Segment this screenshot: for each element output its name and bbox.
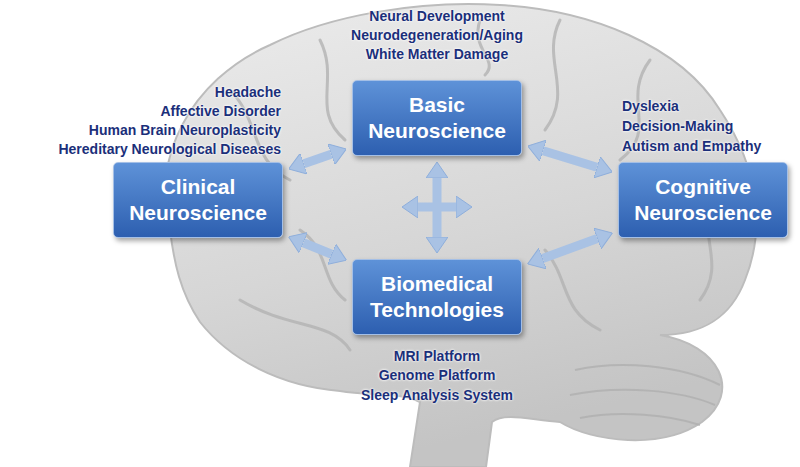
topic-box: Biomedical Technologies bbox=[352, 259, 522, 335]
gyrus bbox=[320, 40, 345, 140]
topic-label: White Matter Damage bbox=[366, 46, 508, 63]
gyrus bbox=[545, 250, 600, 330]
topic-label: Dyslexia bbox=[622, 98, 679, 115]
box-title: Basic Neuroscience bbox=[363, 92, 511, 145]
double-arrow bbox=[543, 239, 598, 259]
topic-label: Neurodegeneration/Aging bbox=[351, 27, 523, 44]
fold bbox=[575, 365, 720, 385]
topic-label: Genome Platform bbox=[379, 367, 496, 384]
double-arrow bbox=[543, 151, 597, 168]
gyrus bbox=[240, 300, 350, 350]
topic-box: Clinical Neuroscience bbox=[113, 162, 283, 238]
topic-box: Cognitive Neuroscience bbox=[618, 162, 788, 238]
topic-label: Autism and Empathy bbox=[622, 138, 761, 155]
double-arrow bbox=[303, 243, 331, 254]
fold bbox=[580, 414, 700, 425]
topic-box: Basic Neuroscience bbox=[352, 80, 522, 156]
topic-label: Neural Development bbox=[369, 8, 504, 25]
gyrus bbox=[545, 20, 560, 130]
box-title: Biomedical Technologies bbox=[363, 271, 511, 324]
topic-label: Sleep Analysis System bbox=[361, 387, 513, 404]
double-arrow bbox=[433, 178, 442, 237]
topic-label: Decision-Making bbox=[622, 118, 733, 135]
box-title: Clinical Neuroscience bbox=[124, 174, 272, 227]
topic-label: Human Brain Neuroplasticity bbox=[89, 122, 281, 139]
fold bbox=[570, 390, 715, 405]
topic-label: Affective Disorder bbox=[160, 103, 281, 120]
topic-label: MRI Platform bbox=[394, 348, 480, 365]
topic-label: Headache bbox=[215, 84, 281, 101]
box-title: Cognitive Neuroscience bbox=[629, 174, 777, 227]
cerebellum-folds bbox=[570, 365, 720, 425]
double-arrow bbox=[304, 154, 331, 163]
topic-label: Hereditary Neurological Diseases bbox=[58, 141, 281, 158]
gyrus bbox=[300, 230, 345, 300]
